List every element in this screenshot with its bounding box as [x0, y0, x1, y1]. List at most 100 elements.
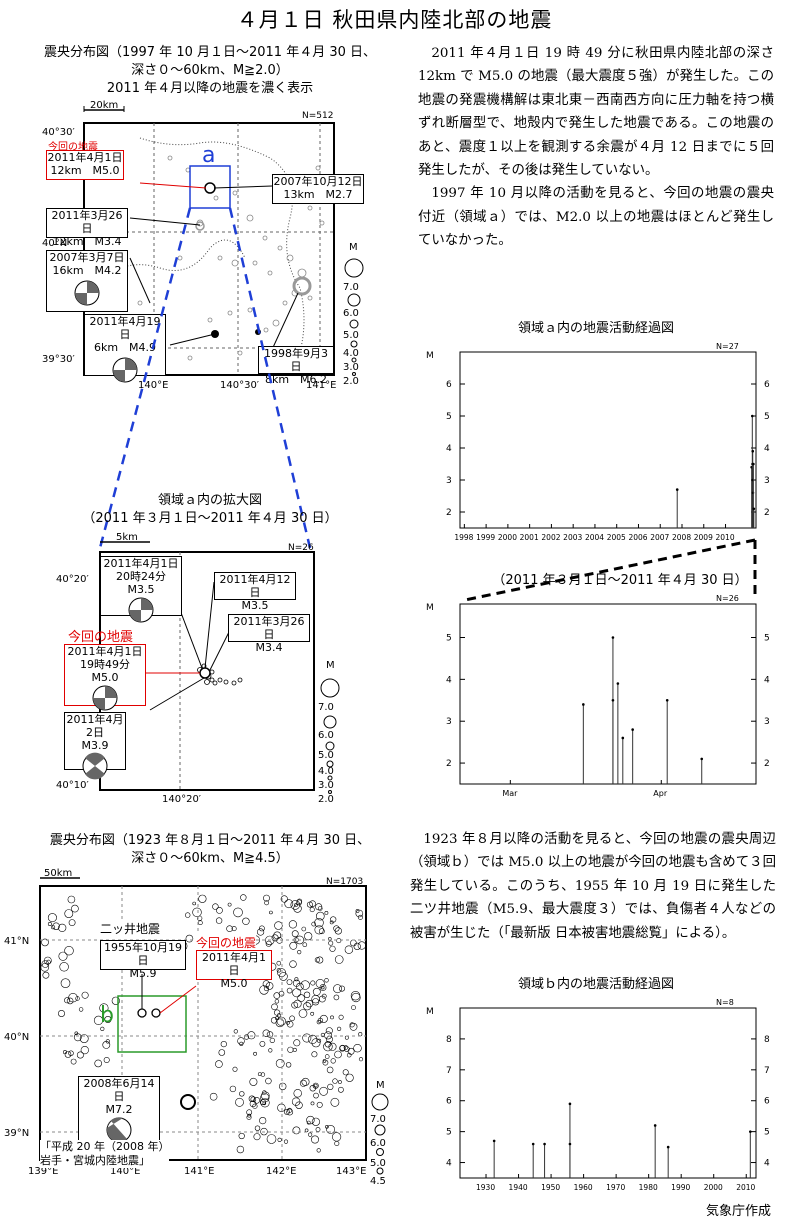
map1-legend-m: M [349, 242, 358, 253]
map2-quake-dot [339, 1045, 346, 1052]
map1-caption-1: 震央分布図（1997 年 10 月１日～2011 年４月 30 日、 [43, 45, 377, 60]
map2-quake-dot [198, 894, 207, 903]
map2-quake-dot [257, 928, 265, 936]
focal-mechanism-icon [112, 357, 138, 383]
chart-y-tick-label: 5 [764, 412, 770, 422]
zoom-eq-b: 2011年4月12日 M3.5 [214, 572, 296, 612]
map2-quake-dot [298, 1009, 308, 1018]
map2-quake-dot [266, 1134, 277, 1144]
chart-point [665, 698, 669, 702]
chart-point [666, 1145, 670, 1149]
map2-quake-dot [332, 1078, 338, 1084]
map2-quake-dot [324, 1031, 333, 1040]
map2-quake-dot [100, 1026, 105, 1031]
map2-quake-dot [333, 984, 342, 994]
map2-quake-dot [68, 919, 76, 926]
map2-quake-dot [276, 1013, 282, 1018]
map2-quake-dot [253, 1051, 258, 1056]
map2-quake-dot [285, 1062, 292, 1068]
map2-quake-dot [229, 1085, 237, 1093]
map2-quake-dot [317, 906, 323, 911]
zoom-scale: 5km [116, 532, 138, 543]
map2-quake-dot [252, 1103, 258, 1109]
map2-quake-dot [283, 1139, 289, 1144]
chart-x-tick-label: 2010 [716, 533, 735, 542]
map2-quake-dot [185, 934, 194, 943]
map1-lon-1: 140°E [138, 380, 168, 391]
map2-quake-dot [81, 991, 89, 999]
chart-x-tick-label: 2002 [541, 533, 560, 542]
map2-quake-dot [209, 1092, 218, 1101]
map2-quake-dot [277, 1137, 282, 1143]
map2-quake-dot [94, 1059, 102, 1068]
chart-ylabel: M [426, 1007, 434, 1017]
map2-quake-dot [306, 1115, 315, 1125]
map2-quake-dot [185, 912, 191, 918]
map2-quake-dot [286, 1108, 294, 1116]
map2-quake-dot [322, 1059, 329, 1066]
map2-quake-dot [287, 1046, 294, 1053]
map1-legend-val: 2.0 [343, 376, 359, 387]
map2-quake-dot [275, 1058, 285, 1068]
map2-legend-val: 6.0 [370, 1138, 386, 1149]
chart-y-tick-label: 2 [446, 508, 452, 518]
chart-point [751, 414, 754, 418]
chart-point [616, 682, 620, 685]
map2-quake-dot [249, 1100, 257, 1108]
map2-quake-dot [268, 1048, 273, 1053]
map2-quake-dot [269, 910, 273, 915]
map2-quake-dot [324, 1041, 332, 1048]
map2-quake-dot [262, 1029, 270, 1037]
map2-quake-dot [286, 987, 293, 994]
map2-quake-dot [328, 1042, 337, 1051]
map2-quake-dot [41, 938, 49, 947]
map2-quake-dot [71, 904, 79, 913]
map2-quake-dot [316, 1020, 321, 1025]
zoom-current-label: 今回の地震 [68, 630, 134, 645]
map2-quake-dot [47, 921, 52, 926]
map2-lat-3: 39°N [4, 1128, 29, 1139]
map2-note-line: 「平成 20 年（2008 年） [40, 1140, 170, 1153]
map1-count: N=512 [302, 111, 333, 121]
map2-quake-dot [295, 935, 305, 945]
zoom-legend-val: 2.0 [318, 794, 334, 805]
map2-quake-dot [351, 1005, 356, 1010]
focal-mechanism-icon [74, 280, 100, 306]
map2-quake-dot [264, 900, 269, 906]
text1-paragraph-1: 2011 年４月１日 19 時 49 分に秋田県内陸北部の深さ 12km で M… [418, 46, 774, 179]
chart-point [531, 1142, 535, 1146]
map1-legend-val: 7.0 [343, 282, 359, 293]
eq-date: 2011年4月1日 [67, 645, 143, 658]
map2-quake-dot [283, 1108, 290, 1115]
map2-quake-dot [308, 1132, 313, 1137]
chart-x-tick-label: 1940 [509, 1183, 528, 1192]
chart-x-tick-label: 2004 [585, 533, 604, 542]
map2-quake-dot [349, 1022, 355, 1028]
focal-mechanism-icon [92, 685, 118, 711]
map2-legend-val: 4.5 [370, 1176, 386, 1187]
map2-lon-1: 139°E [28, 1166, 58, 1177]
map2-quake-dot [324, 911, 329, 915]
map2-quake-dot [262, 1090, 267, 1095]
chart-y-tick-label: 5 [446, 1128, 452, 1138]
eq-date: 2007年3月7日 [49, 251, 125, 264]
map2-quake-dot [314, 957, 321, 963]
map2-quake-dot [300, 980, 310, 990]
map2-quake-dot [102, 1040, 111, 1049]
map2-quake-dot [342, 1069, 349, 1076]
map2-quake-dot [312, 1082, 319, 1089]
eq-date: 2007年10月12日 [273, 175, 363, 188]
chart-point [621, 736, 625, 740]
map2-quake-dot [325, 1027, 333, 1035]
eq-date: 2011年4月2日 [66, 713, 124, 739]
map2-quake-dot [334, 927, 342, 935]
chart-y-tick-label: 6 [764, 380, 770, 390]
chart-y-tick-label: 2 [446, 759, 452, 769]
chart-x-tick-label: 1930 [476, 1183, 495, 1192]
map2-quake-dot [310, 1011, 315, 1016]
map2-quake-dot [309, 907, 315, 913]
eq-info: M3.9 [81, 739, 109, 752]
zoom-eq-d: 2011年4月2日 M3.9 [64, 712, 126, 780]
map2-quake-dot [93, 1015, 104, 1025]
eq-info: M3.5 [241, 599, 269, 612]
